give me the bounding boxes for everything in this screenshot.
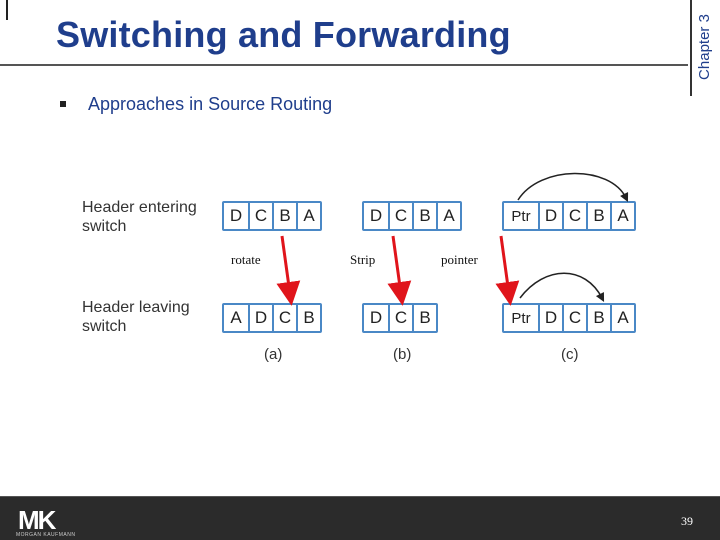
pointer-arrow [495,235,520,306]
slide-title: Switching and Forwarding [56,14,511,55]
header-cell: D [369,308,383,327]
header-cell: B [296,305,320,331]
header-cell: D [248,305,272,331]
header-cell: C [248,203,272,229]
sublabel-c: (c) [561,346,579,363]
header-cell: A [230,308,242,327]
pointer-curve-bottom [519,272,605,302]
label-header-leaving: Header leaving switch [82,299,190,335]
strip-arrow [387,235,412,306]
header-cell: C [388,305,412,331]
label-header-entering: Header entering switch [82,199,197,235]
bullet-text: Approaches in Source Routing [88,94,333,114]
header-cell: B [586,203,610,229]
header-cell: A [610,305,634,331]
header-cell: B [586,305,610,331]
bullet-marker [60,101,66,107]
pointer-curve-top [517,172,629,203]
sublabel-a: (a) [264,346,283,363]
page-number: 39 [681,514,693,528]
strip-label: Strip [350,252,376,267]
header-cell: C [388,203,412,229]
corner-mark [6,0,8,20]
sublabel-b: (b) [393,346,412,363]
publisher-logo: MK [18,505,56,535]
header-cell: C [562,305,586,331]
header-cell: A [296,203,320,229]
header-cell: D [369,206,383,225]
header-cell: B [412,203,436,229]
header-cell: Ptr [511,207,531,225]
header-cell: D [229,206,243,225]
rotate-arrow [276,235,301,306]
title-rule [0,64,688,66]
header-cell: D [538,305,562,331]
header-cell: A [436,203,460,229]
header-cell: B [272,203,296,229]
pointer-label: pointer [441,252,478,267]
footer-bar [0,497,720,540]
footer-rule [0,496,720,497]
header-cell: C [272,305,296,331]
header-cell: A [610,203,634,229]
header-cell: C [562,203,586,229]
header-cell: B [412,305,436,331]
header-cell: Ptr [511,309,531,327]
rotate-label: rotate [231,252,261,267]
publisher-name: MORGAN KAUFMANN [16,532,76,538]
chapter-divider [690,0,692,96]
header-cell: D [538,203,562,229]
